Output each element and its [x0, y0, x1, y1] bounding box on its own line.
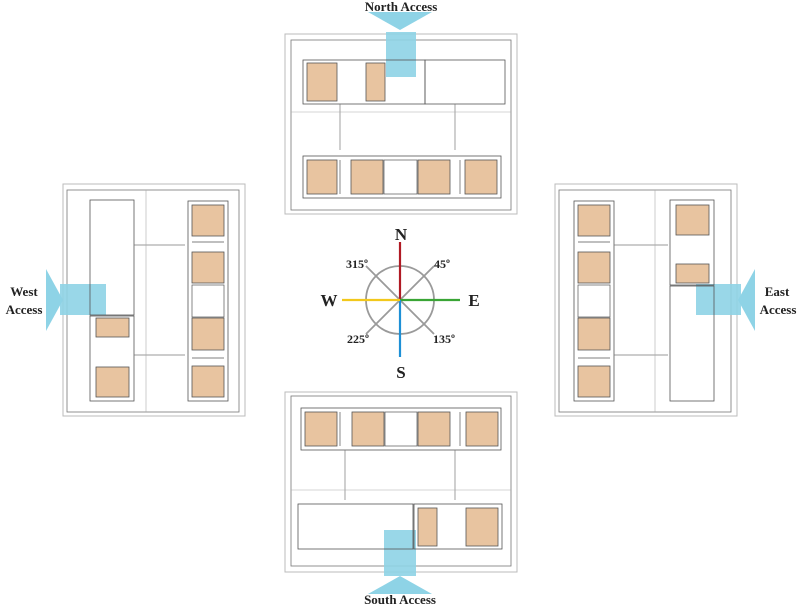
room — [577, 317, 611, 351]
access-zone — [386, 32, 416, 77]
north-access-arrow-icon — [368, 12, 432, 30]
north-access-label: North Access — [365, 0, 438, 14]
room — [351, 411, 385, 447]
room — [577, 365, 611, 398]
compass-label-225: 225º — [347, 332, 369, 346]
compass-label-135: 135º — [433, 332, 455, 346]
floorplan-north — [284, 32, 518, 215]
room — [191, 251, 225, 284]
room — [95, 317, 130, 338]
room — [191, 204, 225, 237]
room — [577, 251, 611, 284]
compass-label-n: N — [395, 225, 408, 244]
floorplan-west — [60, 183, 246, 417]
room — [675, 204, 710, 236]
compass-label-315: 315º — [346, 257, 368, 271]
compass-rose: N S E W 315º 45º 225º 135º — [321, 225, 480, 382]
access-zone — [696, 284, 741, 315]
floorplan-east — [554, 183, 741, 417]
east-access-label: East — [765, 284, 790, 299]
access-zone — [60, 284, 106, 315]
room — [417, 507, 438, 547]
room — [191, 317, 225, 351]
room — [306, 62, 338, 102]
room — [465, 411, 499, 447]
room — [417, 411, 451, 447]
room — [191, 365, 225, 398]
room — [95, 366, 130, 398]
room — [417, 159, 451, 195]
compass-label-45: 45º — [434, 257, 450, 271]
east-access-label-2: Access — [760, 302, 797, 317]
west-access-label-2: Access — [6, 302, 43, 317]
compass-label-w: W — [321, 291, 338, 310]
west-access-label: West — [10, 284, 38, 299]
room — [350, 159, 384, 195]
room — [306, 159, 338, 195]
room — [577, 204, 611, 237]
room — [464, 159, 498, 195]
room — [304, 411, 338, 447]
west-access-arrow-icon — [46, 269, 63, 331]
room — [465, 507, 499, 547]
room — [365, 62, 386, 102]
compass-label-e: E — [468, 291, 479, 310]
compass-label-s: S — [396, 363, 405, 382]
access-zone — [384, 530, 416, 576]
east-access-arrow-icon — [738, 269, 755, 331]
south-access-arrow-icon — [368, 576, 432, 594]
floorplan-south — [284, 391, 518, 576]
south-access-label: South Access — [364, 592, 436, 606]
room — [675, 263, 710, 284]
